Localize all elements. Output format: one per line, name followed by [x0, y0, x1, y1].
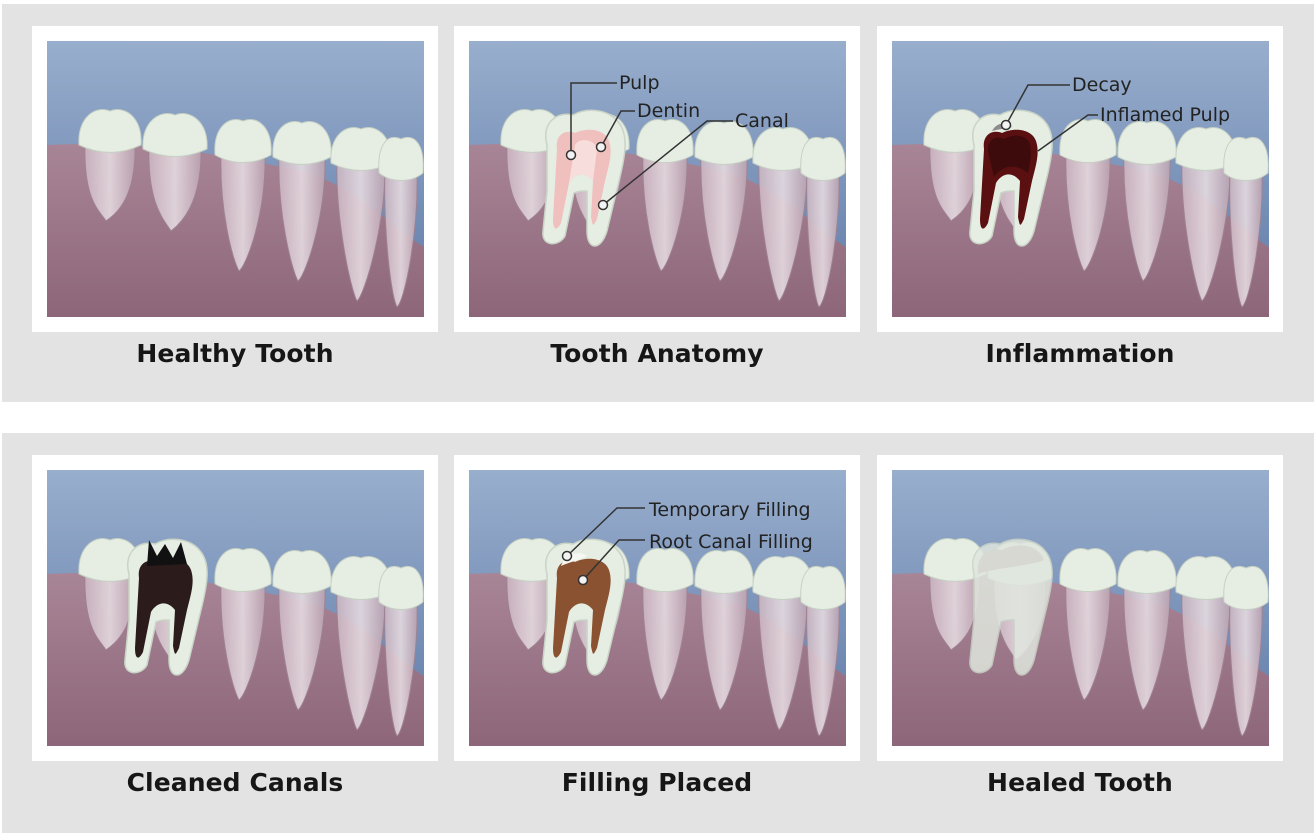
tooth — [378, 137, 424, 308]
temporary-filling-label: Temporary Filling — [648, 499, 811, 521]
tooth — [500, 109, 564, 222]
healthy-tooth-illustration — [47, 41, 424, 317]
inflammation-illustration: Decay Inflamed Pulp — [892, 41, 1269, 317]
tooth — [272, 550, 332, 711]
tooth-anatomy-panel: Pulp Dentin Canal — [454, 26, 860, 332]
tooth — [923, 109, 987, 222]
tooth — [330, 127, 392, 302]
inflammation-caption: Inflammation — [985, 339, 1175, 368]
tooth — [142, 113, 208, 232]
cleaned-canals-caption: Cleaned Canals — [126, 768, 344, 797]
tooth — [1117, 550, 1177, 711]
tooth — [1059, 548, 1117, 701]
pulp-label: Pulp — [619, 72, 660, 94]
tooth — [378, 566, 424, 737]
tooth — [1223, 566, 1269, 737]
dentin-label: Dentin — [637, 100, 700, 122]
healthy-tooth-panel — [32, 26, 438, 332]
tooth — [752, 127, 814, 302]
tooth-anatomy-caption: Tooth Anatomy — [550, 339, 764, 368]
healed-tooth-illustration — [892, 470, 1269, 746]
target-tooth — [124, 538, 208, 676]
tooth — [752, 556, 814, 731]
tooth — [78, 109, 142, 222]
tooth-anatomy-illustration: Pulp Dentin Canal — [469, 41, 846, 317]
label-leader-lines — [561, 507, 645, 586]
tooth — [800, 137, 846, 308]
root-canal-filling-label: Root Canal Filling — [649, 531, 813, 553]
tooth — [330, 556, 392, 731]
tooth — [923, 538, 987, 651]
tooth — [1117, 121, 1177, 282]
inflammation-panel: Decay Inflamed Pulp — [877, 26, 1283, 332]
tooth — [1175, 127, 1237, 302]
healed-tooth-panel — [877, 455, 1283, 761]
tooth — [694, 121, 754, 282]
filling-placed-panel: Temporary Filling Root Canal Filling — [454, 455, 860, 761]
canal-label: Canal — [735, 110, 789, 132]
target-tooth — [969, 109, 1053, 247]
healthy-tooth-caption: Healthy Tooth — [136, 339, 334, 368]
tooth — [1059, 119, 1117, 272]
filling-placed-illustration: Temporary Filling Root Canal Filling — [469, 470, 846, 746]
tooth — [636, 119, 694, 272]
target-tooth — [542, 538, 626, 676]
tooth — [1175, 556, 1237, 731]
filling-placed-caption: Filling Placed — [561, 768, 753, 797]
inflamed-pulp-label: Inflamed Pulp — [1100, 104, 1230, 126]
target-tooth — [969, 538, 1053, 676]
decay-label: Decay — [1072, 74, 1132, 96]
tooth — [214, 548, 272, 701]
tooth — [1223, 137, 1269, 308]
tooth — [272, 121, 332, 282]
tooth — [636, 548, 694, 701]
tooth — [800, 566, 846, 737]
label-leader-lines — [1000, 84, 1098, 152]
tooth — [214, 119, 272, 272]
healed-tooth-caption: Healed Tooth — [987, 768, 1173, 797]
cleaned-canals-illustration — [47, 470, 424, 746]
tooth — [694, 550, 754, 711]
label-leader-lines — [565, 82, 733, 211]
cleaned-canals-panel — [32, 455, 438, 761]
